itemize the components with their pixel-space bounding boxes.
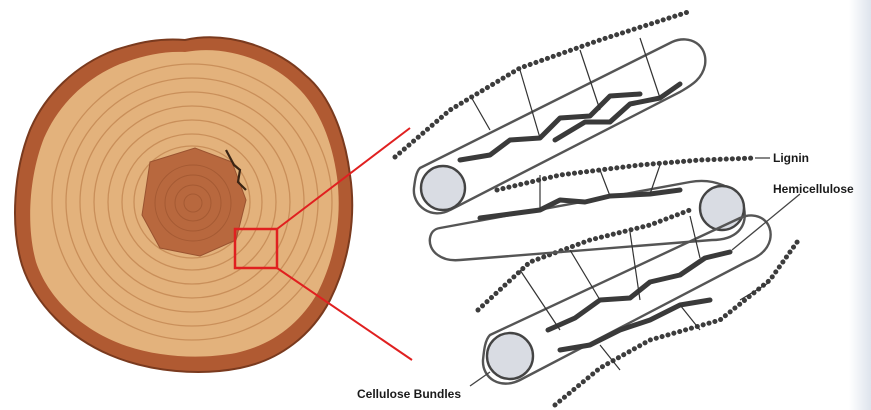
fiber-end-3 <box>487 333 533 379</box>
lignin-label: Lignin <box>773 151 809 165</box>
molecular-detail: Lignin Hemicellulose Cellulose Bundles <box>357 12 854 405</box>
page-edge-shadow <box>849 0 871 410</box>
hemicellulose-chain-3 <box>480 190 680 218</box>
hemicellulose-label: Hemicellulose <box>773 182 854 196</box>
cellulose-bundles-label: Cellulose Bundles <box>357 387 461 401</box>
lignin-strand-2 <box>497 158 755 190</box>
hemicellulose-chain-5 <box>560 300 710 350</box>
lignin-strand-3 <box>478 210 690 310</box>
fiber-end-2 <box>700 186 744 230</box>
hemicellulose-chains <box>460 84 730 350</box>
heartwood <box>142 148 246 256</box>
cellulose-leader <box>470 372 490 386</box>
lignin-strand-4 <box>555 238 800 405</box>
fiber-end-1 <box>421 166 465 210</box>
log-cross-section <box>15 37 352 372</box>
